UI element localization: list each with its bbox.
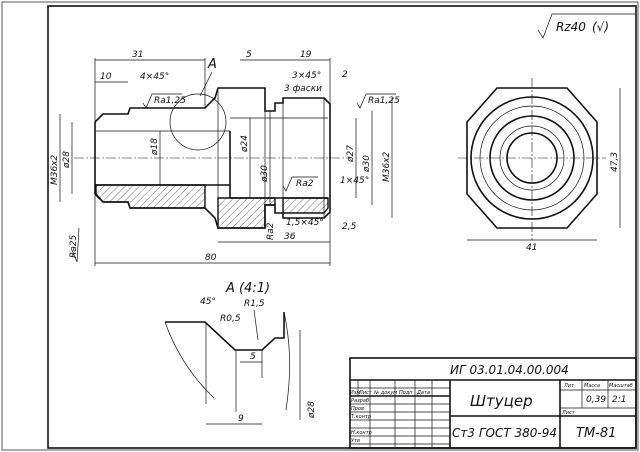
dim-d28: ø28 <box>62 151 72 169</box>
tb-sheet: Лист <box>561 410 576 416</box>
ra125-left: Ra1,25 <box>154 96 186 106</box>
roughness-bracket: (√) <box>592 20 609 34</box>
dim-31: 31 <box>132 50 143 60</box>
tb-part-name: Штуцер <box>470 392 533 410</box>
part-outline-upper <box>94 87 331 158</box>
ra2: Ra2 <box>296 179 314 189</box>
dim-41: 41 <box>526 243 537 253</box>
hex-outline <box>466 87 598 229</box>
tb-date: Дата <box>416 390 430 396</box>
tb-mass-value: 0,39 <box>586 395 606 405</box>
dim-5: 5 <box>246 50 252 60</box>
dim-d27: ø27 <box>346 145 356 163</box>
dim-47-3: 47,3 <box>610 152 620 172</box>
tb-sign: Подп <box>399 390 413 396</box>
section-hatch-left <box>95 184 206 209</box>
detail-dim-9: 9 <box>238 414 244 424</box>
tb-razrab: Разраб <box>351 398 369 404</box>
detail-title: A (4:1) <box>225 281 270 296</box>
hex-end-view: 41 47,3 <box>458 78 621 253</box>
dim-2: 2 <box>342 70 348 80</box>
note-3-faski: 3 фаски <box>284 84 322 94</box>
detail-r15: R1,5 <box>244 299 265 309</box>
tb-izm: Изм <box>350 390 360 396</box>
dim-80: 80 <box>205 253 217 263</box>
dim-3x45: 3×45° <box>292 71 321 81</box>
detail-dim-5: 5 <box>250 352 256 362</box>
dim-d18: ø18 <box>150 138 160 156</box>
ra2-vertical: Ra2 <box>266 222 276 240</box>
roughness-value: Rz40 <box>556 20 586 34</box>
detail-a-view: A (4:1) 5 9 45° R0,5 R1,5 ø28 <box>164 281 317 425</box>
dim-10: 10 <box>100 72 112 82</box>
ra125-right: Ra1,25 <box>368 96 400 106</box>
detail-circle-a <box>169 93 227 151</box>
dim-d30b: ø30 <box>362 155 372 173</box>
title-block: Изм Лист № докум Подп Дата Разраб Пров Т… <box>349 357 637 449</box>
dim-m36-left: M36x2 <box>50 154 60 185</box>
section-letter-a: A <box>207 57 217 72</box>
ra25: Ra25 <box>69 235 79 258</box>
dim-2-5: 2,5 <box>342 222 357 232</box>
tb-scale-header: Масштаб <box>609 383 633 389</box>
tb-scale-value: 2:1 <box>612 395 626 405</box>
tb-mass-header: Масса <box>584 383 600 389</box>
tb-material: Ст3 ГОСТ 380-94 <box>452 426 557 440</box>
detail-angle-45: 45° <box>200 297 216 307</box>
section-hatch-thread <box>282 197 329 214</box>
inner-frame <box>47 5 637 449</box>
dim-1x45: 1×45° <box>340 176 369 186</box>
general-roughness-mark: Rz40 (√) <box>537 13 635 39</box>
tb-list: Лист <box>358 390 373 396</box>
dim-4x45: 4×45° <box>140 72 169 82</box>
tb-tkontr: Т.контр <box>351 414 371 420</box>
detail-dim-d28: ø28 <box>307 401 317 419</box>
tb-group: ТМ-81 <box>576 426 616 441</box>
tb-nkontr: Н.контр <box>351 430 372 436</box>
dim-d24: ø24 <box>240 135 250 153</box>
dim-19: 19 <box>300 50 312 60</box>
tb-doc-no: № докум <box>373 390 397 396</box>
tb-prov: Пров <box>351 406 364 412</box>
detail-r05: R0,5 <box>220 314 241 324</box>
dim-d30: ø30 <box>260 165 270 183</box>
tb-doc-code: ИГ 03.01.04.00.004 <box>450 363 569 377</box>
tb-utv: Утв <box>351 438 360 444</box>
dim-36: 36 <box>284 232 296 242</box>
dim-m36-right: M36x2 <box>382 151 392 182</box>
dim-1-5x45: 1,5×45° <box>286 218 324 228</box>
tb-lit: Лит <box>563 383 575 389</box>
main-view: A 31 10 4×45° 5 19 3×45° 2 3 фаски Ra1,2… <box>50 50 400 266</box>
